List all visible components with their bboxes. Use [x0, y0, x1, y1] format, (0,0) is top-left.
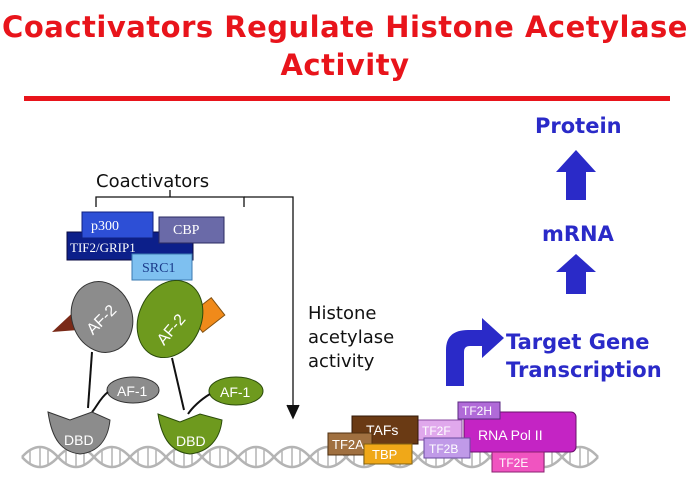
protein-label: Protein — [535, 114, 622, 138]
p300-text: p300 — [91, 219, 119, 234]
tf2a-text: TF2A — [332, 437, 364, 452]
coactivator-bracket — [95, 190, 300, 420]
tf2f-text: TF2F — [422, 424, 451, 438]
tf2b-text: TF2B — [429, 442, 458, 456]
tbp-box — [363, 443, 413, 465]
af1-left-text: AF-1 — [117, 383, 148, 399]
pathway-arrows — [446, 150, 596, 386]
mrna-label: mRNA — [542, 222, 614, 246]
coactivators-label: Coactivators — [96, 171, 210, 192]
tif2-text: TIF2/GRIP1 — [70, 240, 136, 255]
tf2e-box — [491, 451, 545, 473]
histone-label: Histone — [308, 303, 377, 324]
protein-up-arrow-icon — [556, 150, 596, 200]
tafs-text: TAFs — [366, 422, 398, 438]
src1-box — [131, 253, 193, 281]
dbd-right-text: DBD — [176, 433, 206, 449]
mrna-up-arrow-icon — [556, 254, 596, 294]
af1-right-text: AF-1 — [220, 384, 251, 400]
transcription-label: Transcription — [506, 358, 662, 382]
p300-box — [81, 211, 154, 239]
transcription-complex: RNA Pol II TF2H TF2E TF2F TF2B TAFs TF2A… — [327, 401, 577, 473]
rna-pol-ii-text: RNA Pol II — [478, 427, 543, 443]
target-gene-label: Target Gene — [506, 330, 650, 354]
slide-title-line2: Activity — [280, 48, 410, 82]
acetylase-label: acetylase — [308, 327, 395, 348]
activity-label: activity — [308, 351, 375, 372]
tbp-text: TBP — [372, 447, 397, 462]
receptor-right: AF-2 AF-1 DBD — [136, 279, 264, 455]
dbd-left-text: DBD — [64, 432, 94, 448]
tf2h-box — [457, 401, 501, 420]
tf2b-box — [423, 437, 471, 459]
receptor-left: AF-2 AF-1 DBD — [47, 281, 160, 455]
tf2e-text: TF2E — [499, 456, 528, 470]
transcription-bent-arrow-icon — [446, 318, 504, 386]
cbp-box — [158, 216, 225, 244]
src1-text: SRC1 — [142, 261, 175, 276]
tf2h-text: TF2H — [462, 404, 492, 418]
title-divider — [24, 96, 670, 101]
coactivator-complex: p300 CBP TIF2/GRIP1 SRC1 — [66, 211, 225, 281]
cbp-text: CBP — [173, 223, 200, 238]
slide-title-line1: Coactivators Regulate Histone Acetylase — [2, 10, 688, 44]
